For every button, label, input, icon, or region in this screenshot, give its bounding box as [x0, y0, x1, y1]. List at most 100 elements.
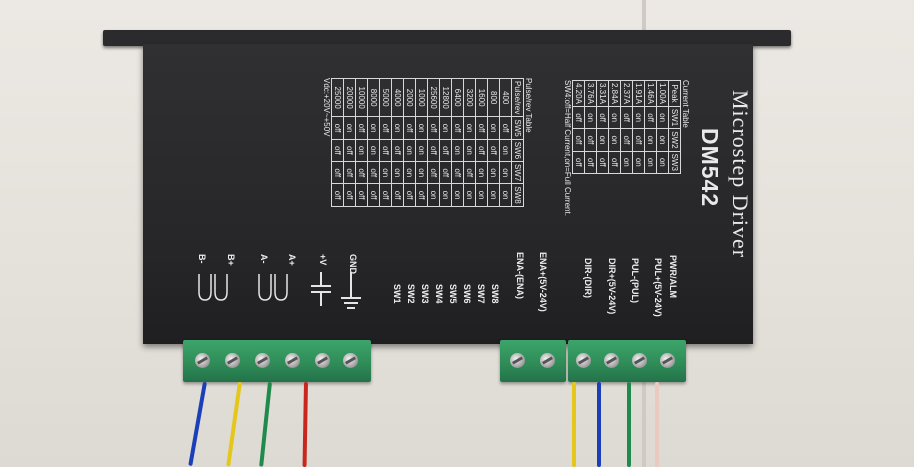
table-cell: on: [499, 139, 512, 162]
table-cell: 20000: [343, 78, 356, 117]
table-cell: off: [620, 106, 633, 129]
wire-yellow-signal: [572, 382, 576, 467]
table-cell: on: [499, 161, 512, 184]
terminal-screw[interactable]: [540, 353, 555, 368]
table-cell: on: [475, 161, 488, 184]
table-cell: off: [379, 139, 392, 162]
table-cell: off: [596, 151, 609, 174]
table-cell: 6400: [451, 78, 464, 117]
pulse-table-title: Pulse/rev Table: [524, 78, 533, 133]
wire-pink-signal: [655, 382, 659, 467]
table-cell: off: [451, 161, 464, 184]
table-cell: on: [608, 106, 621, 129]
table-cell: off: [403, 183, 416, 207]
table-cell: on: [475, 183, 488, 207]
table-cell: off: [644, 106, 657, 129]
terminal-screw[interactable]: [510, 353, 525, 368]
table-cell: 1.91A: [632, 80, 645, 107]
table-cell: 3.31A: [596, 80, 609, 107]
table-cell: off: [463, 161, 476, 184]
table-cell: off: [584, 128, 597, 152]
terminal-screw[interactable]: [255, 353, 270, 368]
table-cell: 10000: [355, 78, 368, 117]
table-cell: off: [343, 161, 356, 184]
label-b-minus: B-: [197, 254, 207, 264]
table-cell: off: [427, 139, 440, 162]
table-cell: off: [427, 116, 440, 140]
table-cell: off: [451, 116, 464, 140]
table-header-cell: SW5: [511, 116, 524, 140]
terminal-screw[interactable]: [576, 353, 591, 368]
table-cell: 1.00A: [656, 80, 669, 107]
label-sw8: SW8: [490, 284, 500, 304]
table-cell: off: [415, 183, 428, 207]
table-cell: on: [596, 128, 609, 152]
terminal-screw[interactable]: [225, 353, 240, 368]
table-cell: off: [331, 116, 344, 140]
table-cell: on: [656, 151, 669, 174]
terminal-screw[interactable]: [285, 353, 300, 368]
capacitor-icon: [311, 272, 331, 306]
table-cell: on: [463, 183, 476, 207]
table-cell: 4000: [391, 78, 404, 117]
table-cell: off: [391, 139, 404, 162]
table-cell: off: [632, 128, 645, 152]
table-cell: on: [644, 151, 657, 174]
table-cell: on: [415, 139, 428, 162]
table-cell: 2.37A: [620, 80, 633, 107]
table-cell: on: [367, 139, 380, 162]
brand-label: Microstep Driver: [728, 90, 753, 259]
table-header-cell: SW1: [668, 106, 681, 129]
table-cell: on: [379, 161, 392, 184]
terminal-screw[interactable]: [632, 353, 647, 368]
table-cell: 5000: [379, 78, 392, 117]
table-cell: off: [608, 151, 621, 174]
table-cell: on: [403, 161, 416, 184]
table-cell: off: [355, 116, 368, 140]
label-ena-minus: ENA-(ENA): [515, 252, 525, 299]
table-cell: off: [331, 183, 344, 207]
enable-terminal-block: [500, 340, 566, 382]
wire-green-signal: [627, 382, 631, 467]
table-cell: 2000: [403, 78, 416, 117]
terminal-screw[interactable]: [195, 353, 210, 368]
table-header-cell: SW3: [668, 151, 681, 174]
table-cell: off: [572, 151, 585, 174]
terminal-screw[interactable]: [343, 353, 358, 368]
current-table-note: SW4:off=Half Current,on=Full Current.: [563, 80, 572, 216]
terminal-screw[interactable]: [660, 353, 675, 368]
terminal-screw[interactable]: [604, 353, 619, 368]
table-cell: off: [499, 116, 512, 140]
table-cell: off: [379, 183, 392, 207]
table-cell: 3.76A: [584, 80, 597, 107]
table-cell: on: [487, 161, 500, 184]
table-cell: off: [367, 183, 380, 207]
table-cell: on: [463, 116, 476, 140]
table-cell: off: [439, 161, 452, 184]
table-cell: on: [499, 183, 512, 207]
table-header-cell: SW6: [511, 139, 524, 162]
label-sw6: SW6: [462, 284, 472, 304]
terminal-screw[interactable]: [315, 353, 330, 368]
stepper-driver: Microstep Driver DM542 Current Table Pea…: [103, 30, 791, 344]
table-cell: on: [632, 106, 645, 129]
table-cell: on: [451, 183, 464, 207]
model-label: DM542: [697, 128, 723, 208]
table-cell: off: [427, 161, 440, 184]
table-cell: on: [451, 139, 464, 162]
table-cell: off: [367, 161, 380, 184]
table-cell: 1000: [415, 78, 428, 117]
